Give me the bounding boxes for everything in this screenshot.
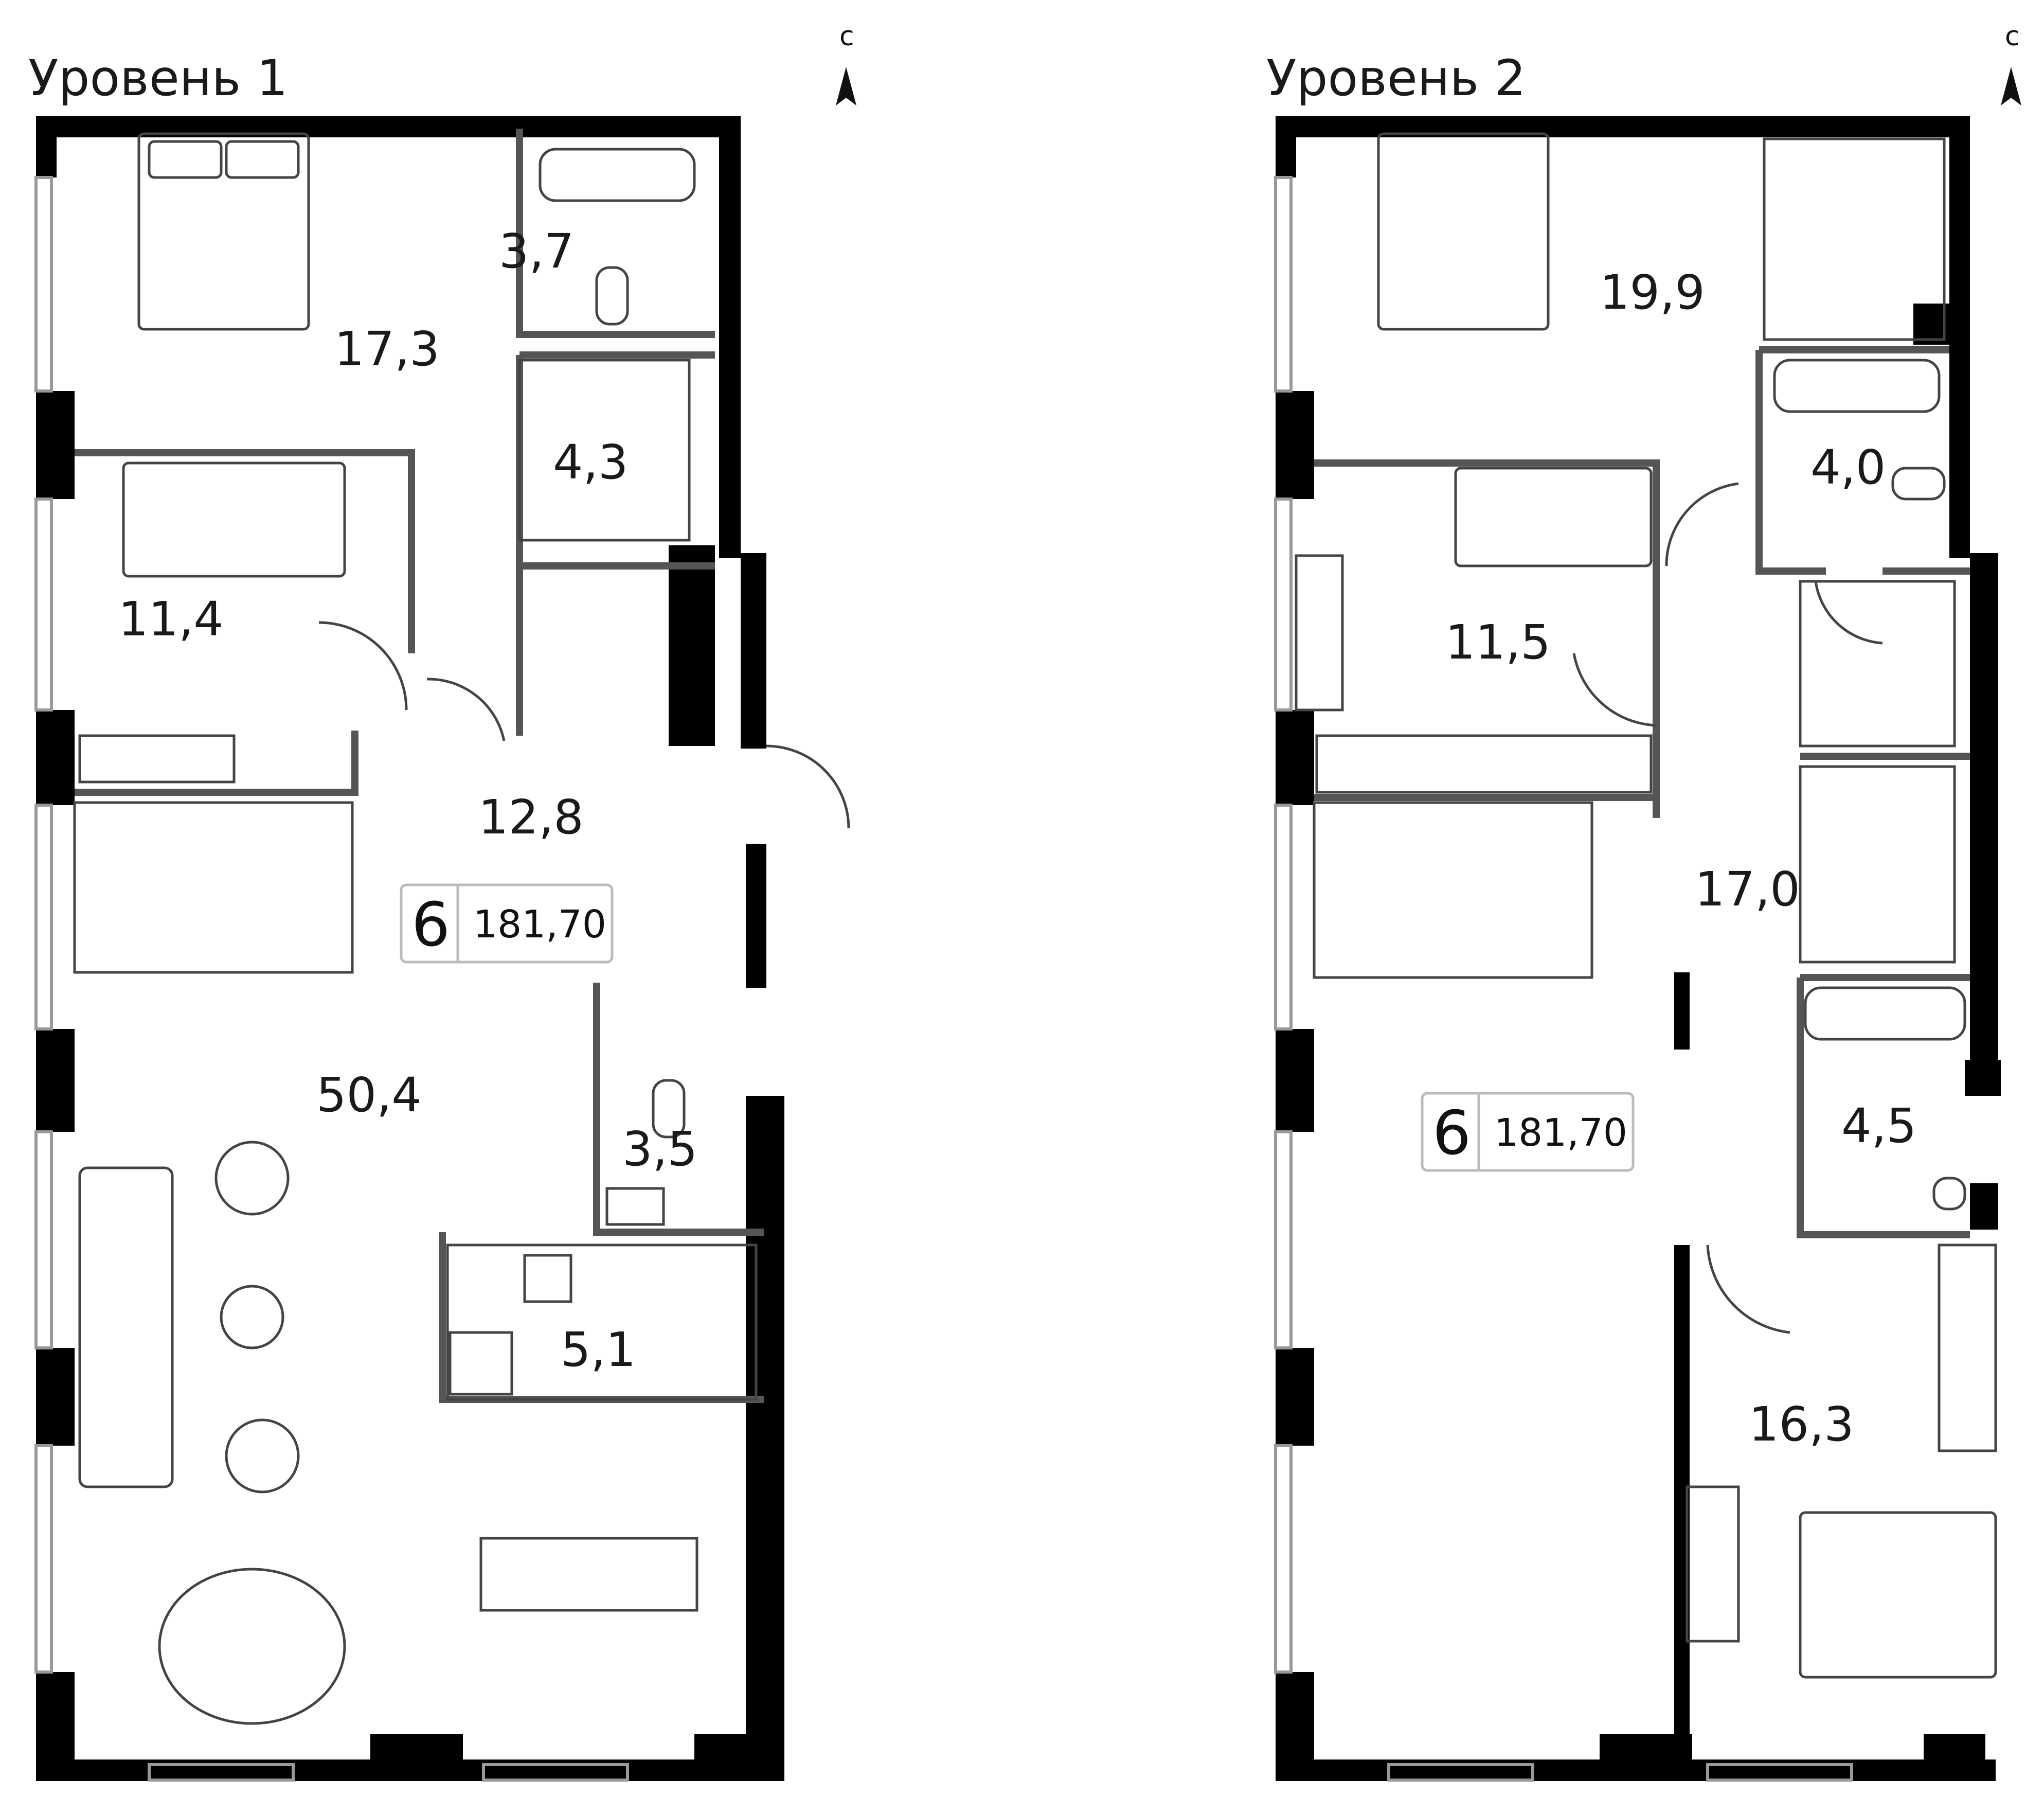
room-area-master: 19,9 bbox=[1600, 265, 1705, 320]
door-arc-icon-3 bbox=[426, 678, 506, 741]
toilet-mid-icon bbox=[1932, 1177, 1966, 1211]
desk-icon bbox=[78, 734, 236, 784]
room-area-corridor: 17,0 bbox=[1695, 862, 1800, 917]
washbasin-icon bbox=[605, 1187, 665, 1226]
exterior-walls bbox=[36, 116, 784, 1781]
badge-area-2: 181,70 bbox=[1494, 1111, 1627, 1155]
wardrobe-icon bbox=[518, 359, 691, 542]
wardrobe-low-icon bbox=[1938, 1243, 1997, 1452]
toilet-top-icon bbox=[1891, 467, 1946, 501]
furniture-level-1 bbox=[73, 132, 850, 1725]
dining-round-icon bbox=[158, 1568, 346, 1725]
room-area-bedroom-low: 16,3 bbox=[1749, 1397, 1854, 1452]
bed-icon bbox=[137, 132, 310, 331]
wardrobe-small-icon bbox=[1315, 734, 1653, 794]
staircase-icon bbox=[73, 801, 354, 974]
partitions bbox=[75, 129, 764, 1403]
north-label: с bbox=[839, 21, 854, 52]
level-1: Уровень 1 с bbox=[28, 21, 856, 1782]
room-area-study: 11,4 bbox=[118, 592, 224, 647]
exterior-walls-2 bbox=[1276, 116, 2001, 1781]
desk-small-icon bbox=[1295, 554, 1344, 712]
room-area-wc: 3,5 bbox=[622, 1122, 697, 1177]
kitchen-counter-icon bbox=[446, 1243, 758, 1401]
door-arc-2c-icon bbox=[1814, 581, 1883, 645]
badge-rooms: 6 bbox=[411, 889, 450, 960]
door-arc-2d-icon bbox=[1706, 1245, 1790, 1334]
north-arrow-icon: с bbox=[836, 21, 856, 105]
badge-rooms-2: 6 bbox=[1432, 1097, 1471, 1168]
sink-icon bbox=[523, 1254, 572, 1303]
wardrobe-master-icon bbox=[1763, 137, 1946, 341]
door-arc-2b-icon bbox=[1572, 653, 1657, 727]
badge-area: 181,70 bbox=[473, 902, 606, 947]
sofa-icon bbox=[122, 461, 346, 578]
windows-west-2 bbox=[1274, 176, 1853, 1782]
toilet-wc-icon bbox=[652, 1079, 686, 1139]
tv-low-icon bbox=[1686, 1485, 1740, 1643]
sofa-living-icon bbox=[78, 1166, 174, 1488]
north-arrow-icon-2: с bbox=[2001, 21, 2021, 105]
level-1-title: Уровень 1 bbox=[28, 49, 288, 107]
door-arc-icon bbox=[766, 744, 850, 829]
room-area-wardrobe: 4,3 bbox=[553, 435, 628, 490]
bathtub-mid-icon bbox=[1804, 986, 1966, 1041]
dining-table-icon bbox=[479, 1537, 698, 1612]
cooktop-icon bbox=[449, 1331, 513, 1396]
door-arc-2-icon bbox=[1665, 482, 1739, 566]
toilet-icon bbox=[595, 266, 629, 326]
level-2: Уровень 2 с bbox=[1266, 21, 2021, 1782]
north-label-2: с bbox=[2005, 21, 2020, 52]
room-area-bedroom-small: 11,5 bbox=[1445, 615, 1551, 670]
apartment-badge: 6 181,70 bbox=[400, 883, 614, 964]
room-area-living: 50,4 bbox=[316, 1068, 422, 1123]
bed-master-icon bbox=[1377, 132, 1550, 331]
room-area-bath: 3,7 bbox=[499, 224, 574, 279]
bed-low-icon bbox=[1799, 1511, 1997, 1679]
bathtub-icon bbox=[539, 148, 696, 202]
room-area-kitchen: 5,1 bbox=[561, 1322, 636, 1377]
door-arc-icon-2 bbox=[318, 621, 408, 710]
apartment-badge-2: 6 181,70 bbox=[1421, 1092, 1635, 1172]
bed-small-icon bbox=[1454, 467, 1653, 567]
armchair-icon bbox=[214, 1141, 290, 1216]
room-area-bath-top: 4,0 bbox=[1810, 440, 1886, 495]
furniture-level-2 bbox=[1295, 132, 1997, 1679]
level-2-title: Уровень 2 bbox=[1266, 49, 1526, 107]
armchair-icon-2 bbox=[225, 1418, 300, 1494]
windows-west bbox=[34, 176, 629, 1782]
room-area-bath-mid: 4,5 bbox=[1841, 1098, 1916, 1153]
coffee-table-icon bbox=[220, 1285, 284, 1349]
wardrobe-corridor-icon bbox=[1799, 580, 1956, 748]
partitions-2 bbox=[1314, 346, 1970, 1238]
wardrobe-corridor-2-icon bbox=[1799, 765, 1956, 964]
room-area-bedroom: 17,3 bbox=[334, 322, 440, 377]
bathtub-top-icon bbox=[1773, 359, 1941, 413]
room-area-hall: 12,8 bbox=[478, 790, 584, 845]
staircase-2-icon bbox=[1313, 801, 1593, 979]
